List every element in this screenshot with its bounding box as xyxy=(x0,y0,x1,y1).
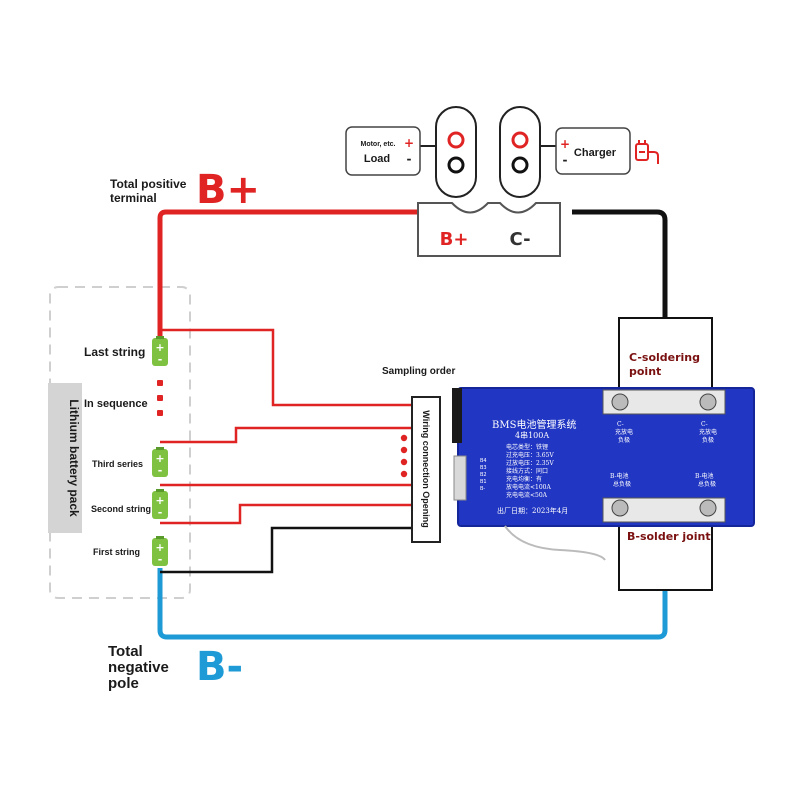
c-minus-main-wire xyxy=(572,209,668,318)
b-minus-big-label: B- xyxy=(196,644,243,690)
svg-text:充电均衡：有: 充电均衡：有 xyxy=(506,475,542,483)
svg-text:-: - xyxy=(563,153,568,167)
svg-text:过充电压：3.65V: 过充电压：3.65V xyxy=(506,451,554,459)
wiring-connector xyxy=(411,396,441,543)
load-label: Load xyxy=(364,153,390,165)
second-string-label: Second string xyxy=(91,504,151,514)
positive-main-wire xyxy=(157,209,418,340)
charger-box: + - Charger xyxy=(540,127,631,175)
svg-text:B1: B1 xyxy=(480,479,487,485)
svg-text:+: + xyxy=(155,494,164,507)
board-title: BMS电池管理系统 xyxy=(492,418,576,431)
sampling-order-label: Sampling order xyxy=(382,366,455,377)
svg-text:+: + xyxy=(155,341,164,354)
svg-text:+: + xyxy=(155,452,164,465)
svg-text:总负极: 总负极 xyxy=(698,480,716,488)
board-date: 出厂日期：2023年4月 xyxy=(497,506,568,515)
svg-text:负极: 负极 xyxy=(618,436,630,444)
svg-text:电芯类型：铁锂: 电芯类型：铁锂 xyxy=(506,443,548,451)
total-negative-label-2: negative xyxy=(108,659,169,676)
svg-text:-: - xyxy=(158,506,163,519)
svg-text:B3: B3 xyxy=(480,465,487,471)
first-string-label: First string xyxy=(93,547,140,557)
load-small-label: Motor, etc. xyxy=(360,141,395,148)
svg-text:过放电压：2.35V: 过放电压：2.35V xyxy=(506,459,554,467)
svg-text:B-: B- xyxy=(480,486,485,492)
b-solder-label: B-solder joint xyxy=(627,530,711,543)
connector-c-minus-label: C- xyxy=(509,229,530,250)
svg-text:+: + xyxy=(404,136,414,150)
connector-b-plus-label: B+ xyxy=(440,229,469,250)
sampling-wire-seq xyxy=(160,426,415,444)
svg-text:充放电: 充放电 xyxy=(615,428,633,436)
third-series-label: Third series xyxy=(92,459,143,469)
cell-third: + - xyxy=(152,447,168,477)
svg-text:-: - xyxy=(158,353,163,366)
bms-board: B4 B3 B2 B1 B- BMS电池管理系统 4串100A 电芯类型：铁锂 … xyxy=(452,387,755,527)
charger-label: Charger xyxy=(574,147,617,159)
svg-text:-: - xyxy=(407,152,412,166)
svg-text:B-电池: B-电池 xyxy=(695,472,714,480)
negative-main-wire xyxy=(157,568,668,640)
board-specs: 电芯类型：铁锂 过充电压：3.65V 过放电压：2.35V 接线方式：同口 充电… xyxy=(506,443,554,499)
svg-text:充电电流<50A: 充电电流<50A xyxy=(506,491,548,499)
svg-text:C-: C- xyxy=(617,421,624,428)
battery-pack-label: Lithium battery pack xyxy=(67,399,81,517)
svg-text:B-电池: B-电池 xyxy=(610,472,629,480)
load-terminal xyxy=(435,106,477,198)
board-subtitle: 4串100A xyxy=(515,431,549,440)
temperature-probe-wire xyxy=(504,525,606,561)
wiring-connection-label: Wiring connection Opening xyxy=(421,410,431,527)
svg-text:-: - xyxy=(158,464,163,477)
cell-first: + - xyxy=(152,536,168,566)
svg-text:接线方式：同口: 接线方式：同口 xyxy=(506,467,548,475)
svg-text:B4: B4 xyxy=(480,458,487,464)
c-soldering-label-2: point xyxy=(629,365,661,378)
svg-text:负极: 负极 xyxy=(702,436,714,444)
c-soldering-label-1: C-soldering xyxy=(629,351,700,364)
svg-text:+: + xyxy=(155,541,164,554)
total-negative-label-3: pole xyxy=(108,675,139,692)
cell-second: + - xyxy=(152,489,168,519)
cell-last: + - xyxy=(152,336,168,366)
output-connector xyxy=(417,202,561,257)
board-pin-labels: B4 B3 B2 B1 B- xyxy=(480,458,487,492)
load-box: Motor, etc. Load + - xyxy=(345,126,436,176)
svg-text:C-: C- xyxy=(701,421,708,428)
svg-text:总负极: 总负极 xyxy=(613,480,631,488)
total-positive-label-2: terminal xyxy=(110,191,157,205)
in-sequence-dots xyxy=(157,380,163,416)
battery-pack-label-box xyxy=(48,383,82,533)
in-sequence-label: In sequence xyxy=(84,398,148,410)
charger-plug-icon xyxy=(635,140,659,164)
sampling-dots xyxy=(400,434,408,478)
total-negative-label-1: Total xyxy=(108,643,143,660)
sampling-wire-second xyxy=(160,503,415,525)
svg-text:充放电: 充放电 xyxy=(699,428,717,436)
svg-text:-: - xyxy=(158,553,163,566)
sampling-wire-last xyxy=(160,328,415,407)
b-plus-big-label: B+ xyxy=(196,167,260,213)
svg-text:+: + xyxy=(560,137,570,151)
sampling-wire-first xyxy=(160,526,415,574)
last-string-label: Last string xyxy=(84,345,145,359)
total-positive-label-1: Total positive xyxy=(110,177,187,191)
svg-text:B2: B2 xyxy=(480,472,487,478)
charger-terminal xyxy=(499,106,541,198)
svg-text:放电电流<100A: 放电电流<100A xyxy=(506,483,551,491)
